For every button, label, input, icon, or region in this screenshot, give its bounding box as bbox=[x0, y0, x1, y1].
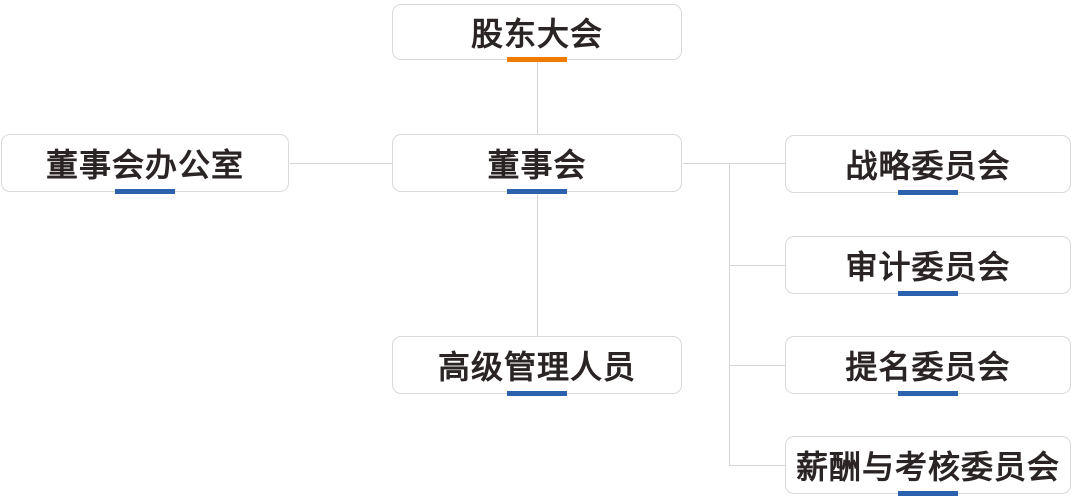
node-label: 高级管理人员 bbox=[437, 349, 636, 385]
connector-stub-nomination-committee bbox=[729, 365, 785, 366]
node-nomination-committee: 提名委员会 bbox=[785, 336, 1071, 396]
node-strategy-committee: 战略委员会 bbox=[785, 135, 1071, 195]
accent-underline bbox=[898, 291, 958, 296]
node-audit-committee: 审计委员会 bbox=[785, 236, 1071, 296]
accent-underline bbox=[507, 391, 567, 396]
connector-board-senior-management bbox=[537, 192, 538, 336]
node-senior-management: 高级管理人员 bbox=[392, 336, 682, 396]
node-remuneration-appraisal-committee: 薪酬与考核委员会 bbox=[785, 436, 1071, 496]
node-label: 提名委员会 bbox=[845, 349, 1011, 385]
accent-underline bbox=[898, 190, 958, 195]
node-label: 薪酬与考核委员会 bbox=[795, 449, 1060, 485]
connector-board-office-board bbox=[290, 163, 392, 164]
accent-underline bbox=[507, 57, 567, 62]
node-shareholders-meeting: 股东大会 bbox=[392, 4, 682, 62]
connector-shareholders-board bbox=[537, 60, 538, 134]
accent-underline bbox=[115, 189, 175, 194]
node-label: 审计委员会 bbox=[845, 249, 1011, 285]
accent-underline bbox=[898, 391, 958, 396]
connector-committees-spine bbox=[729, 163, 730, 466]
node-label: 董事会 bbox=[487, 147, 587, 183]
node-label: 股东大会 bbox=[470, 16, 603, 52]
node-board-of-directors: 董事会 bbox=[392, 134, 682, 194]
accent-underline bbox=[898, 491, 958, 496]
connector-board-committees-trunk bbox=[683, 163, 785, 164]
node-label: 董事会办公室 bbox=[45, 147, 244, 183]
accent-underline bbox=[507, 189, 567, 194]
connector-stub-remuneration-committee bbox=[729, 465, 785, 466]
connector-stub-audit-committee bbox=[729, 265, 785, 266]
node-label: 战略委员会 bbox=[845, 148, 1011, 184]
node-board-office: 董事会办公室 bbox=[1, 134, 289, 194]
